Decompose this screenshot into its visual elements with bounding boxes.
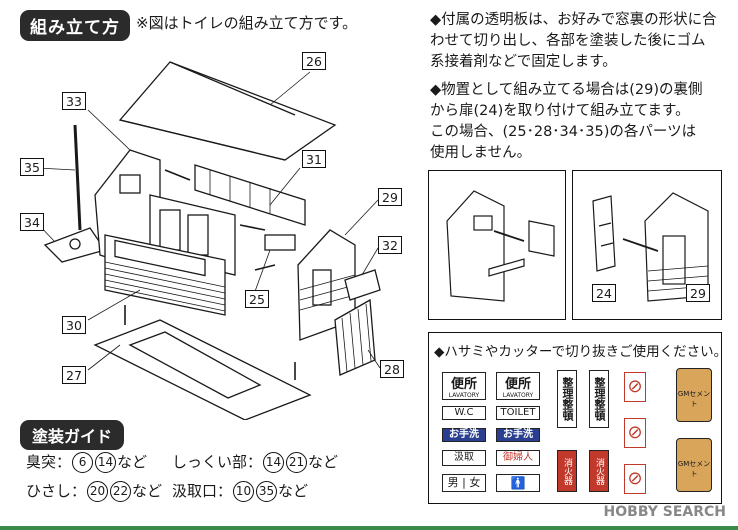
part-label-29: 29 [378,188,402,206]
guide-label: しっくい部： [172,453,263,471]
paint-number: 20 [87,481,109,502]
floor-frame [93,319,312,420]
sticker-cement-2: GMセメント [676,438,712,492]
sticker-shokaki-1: 消火器 [557,450,577,492]
sticker-text: 便所 [504,377,531,392]
guide-label: 臭突： [26,453,72,471]
assembly-diagram [37,61,381,420]
part-label-26: 26 [302,52,326,70]
sticker-kinshi-1: ⊘ [624,372,646,402]
sticker-wc: W.C [442,406,486,420]
sticker-shokaki-2: 消火器 [589,450,609,492]
note-line: この場合、(25･28･34･35)の各パーツは [430,124,697,140]
paint-number: 35 [256,481,278,502]
part-label-30: 30 [62,316,86,334]
sticker-otearai-1: お手洗 [442,428,486,442]
sticker-man-woman: 男 | 女 [442,474,486,492]
sticker-cement-1: GMセメント [676,368,712,422]
paint-number: 21 [286,452,308,473]
part-label-32: 32 [378,236,402,254]
sticker-subtext: LAVATORY [502,392,534,399]
man-icon: 🚹 [510,476,526,490]
sticker-benjo-2: 便所 LAVATORY [496,372,540,400]
sticker-text: 便所 [450,377,477,392]
guide-suffix: など [308,453,339,471]
section-title: 組み立て方 [20,10,130,41]
sticker-kumitori: 汲取 [442,450,486,466]
note-line: 使用しません。 [430,145,532,161]
part-label-27: 27 [62,366,86,384]
sticker-kinshi-2: ⊘ [624,418,646,448]
part-label-33: 33 [62,92,86,110]
paint-guide-title: 塗装ガイド [20,420,125,450]
part-label-34: 34 [20,213,44,231]
header-note: ※図はトイレの組み立て方です。 [136,14,358,32]
sticker-fujin: 御婦人 [496,450,540,466]
base-plate [43,227,107,263]
sticker-subtext: LAVATORY [448,392,480,399]
guide-label: ひさし： [26,482,87,500]
watermark: HOBBY SEARCH [603,504,726,520]
note-clear-plate: ◆付属の透明板は、お好みで窓裏の形状に合 わせて切り出し、各部を塗装した後にゴム… [430,10,730,73]
sticker-otearai-2: お手洗 [496,428,540,442]
note-storage: ◆物置として組み立てる場合は(29)の裏側 から扉(24)を取り付けて組み立てま… [430,80,730,164]
guide-suffix: など [278,482,309,500]
chimney-pipe [73,124,82,231]
sticker-seiri-2: 整理整頓 [589,370,609,428]
note-line: から扉(24)を取り付けて組み立てます。 [430,103,690,119]
part-label-25: 25 [245,290,269,308]
part-label-29-storage: 29 [686,284,710,302]
sticker-seiri-1: 整理整頓 [557,370,577,428]
sticker-kinshi-3: ⊘ [624,464,646,494]
cutout-title: ◆ハサミやカッターで切り抜きご使用ください。 [434,344,728,360]
front-wall [104,234,226,316]
sticker-toilet: TOILET [496,406,540,420]
paint-number: 14 [95,452,117,473]
no-entry-icon: ⊘ [627,376,643,397]
paint-number: 6 [72,452,94,473]
no-entry-icon: ⊘ [627,422,643,443]
sticker-benjo-1: 便所 LAVATORY [442,372,486,400]
sticker-restroom-icons: 🚹 [496,474,540,492]
guide-label: 汲取口： [172,482,233,500]
part-label-24: 24 [592,284,616,302]
no-entry-icon: ⊘ [627,468,643,489]
storage-diagram-1 [428,170,566,320]
footer-bar [0,526,738,530]
part-label-31: 31 [302,150,326,168]
part-label-28: 28 [380,360,404,378]
part-label-35: 35 [20,158,44,176]
paint-number: 10 [233,481,255,502]
note-line: ◆付属の透明板は、お好みで窓裏の形状に合 [430,12,717,28]
roof-part [118,61,337,161]
note-line: わせて切り出し、各部を塗装した後にゴム [430,33,706,49]
paint-number: 14 [263,452,285,473]
note-line: ◆物置として組み立てる場合は(29)の裏側 [430,82,703,98]
note-line: 系接着剤などで固定します。 [430,54,617,70]
guide-suffix: など [132,482,163,500]
guide-suffix: など [117,453,148,471]
paint-number: 22 [110,481,132,502]
